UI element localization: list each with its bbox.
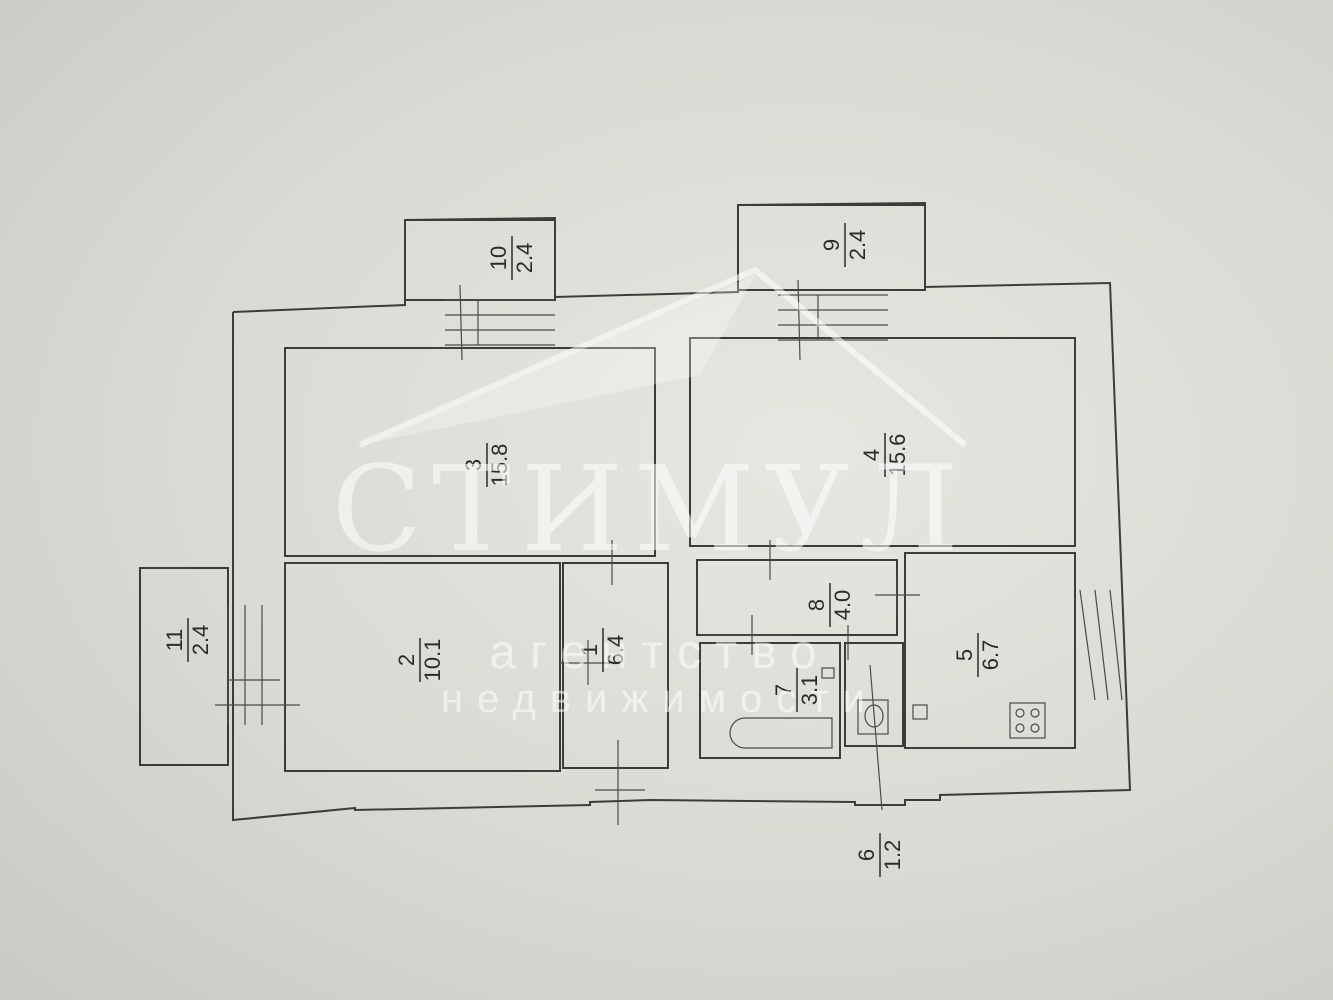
svg-text:4: 4: [859, 449, 884, 461]
room-9-label: 9 2.4: [819, 223, 870, 267]
window-9: [778, 279, 888, 361]
svg-text:2.4: 2.4: [845, 230, 870, 261]
balcony-9: [737, 204, 926, 291]
svg-text:7: 7: [771, 684, 796, 696]
room-labels: 1 6.4 2 10.1 3 15.8 4 15.6 5 6.7 6 1.2: [162, 223, 1003, 877]
bathtub-icon: [729, 717, 833, 749]
room-3-outline: [284, 347, 656, 557]
watermark-roof: [358, 266, 967, 448]
room-11-label: 11 2.4: [162, 618, 213, 662]
svg-text:15.6: 15.6: [885, 434, 910, 477]
room-4-outline: [689, 337, 1076, 547]
watermark-brand: СТИМУЛ: [332, 440, 968, 578]
svg-text:11: 11: [162, 629, 187, 652]
room-1-outline: [562, 562, 669, 769]
svg-text:15.8: 15.8: [487, 444, 512, 487]
svg-text:3: 3: [461, 459, 486, 471]
room-outlines: [284, 337, 1076, 772]
watermark-line2: недвижимости: [441, 677, 879, 721]
windows: [215, 279, 1123, 725]
sink-kitchen-icon: [912, 704, 928, 720]
room-7-label: 7 3.1: [771, 668, 822, 712]
room-5-outline: [904, 552, 1076, 749]
svg-text:8: 8: [804, 599, 829, 611]
window-10: [445, 284, 555, 361]
fixtures: [729, 667, 1046, 749]
room-6-outline: [844, 642, 904, 747]
door-marks: [560, 540, 920, 825]
svg-text:1.2: 1.2: [880, 840, 905, 871]
room-2-outline: [284, 562, 561, 772]
svg-text:6.7: 6.7: [978, 640, 1003, 671]
toilet-icon: [864, 704, 884, 728]
svg-text:2: 2: [394, 654, 419, 666]
svg-text:2.4: 2.4: [188, 625, 213, 656]
watermark: СТИМУЛ агентство недвижимости: [332, 440, 968, 721]
room-8-label: 8 4.0: [804, 583, 855, 627]
stove-icon: [1009, 702, 1046, 739]
svg-text:6: 6: [854, 849, 879, 861]
room-5-label: 5 6.7: [952, 633, 1003, 677]
svg-text:2.4: 2.4: [512, 243, 537, 274]
room-1-label: 1 6.4: [577, 628, 628, 672]
svg-text:5: 5: [952, 649, 977, 661]
svg-text:4.0: 4.0: [830, 590, 855, 621]
svg-text:1: 1: [577, 644, 602, 656]
room-3-label: 3 15.8: [461, 443, 512, 487]
svg-text:3.1: 3.1: [797, 675, 822, 706]
svg-text:10: 10: [486, 246, 511, 270]
svg-text:9: 9: [819, 239, 844, 251]
room-6-label: 6 1.2: [854, 833, 905, 877]
svg-text:10.1: 10.1: [420, 639, 445, 682]
room-4-label: 4 15.6: [859, 433, 910, 477]
room-10-label: 10 2.4: [486, 236, 537, 280]
room-7-outline: [699, 642, 841, 759]
sink-icon: [821, 667, 835, 679]
watermark-line1: агентство: [489, 626, 830, 679]
balcony-11: [139, 567, 229, 766]
window-11: [215, 605, 300, 725]
svg-text:6.4: 6.4: [603, 635, 628, 666]
window-5: [1079, 589, 1123, 701]
room-2-label: 2 10.1: [394, 638, 445, 682]
